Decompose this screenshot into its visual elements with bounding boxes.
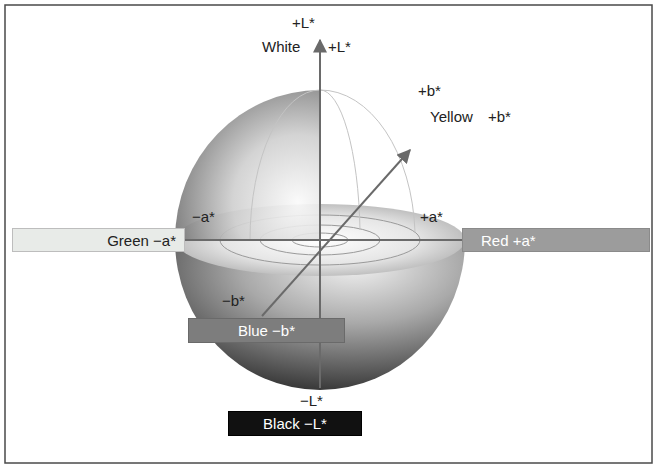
axis-label: White: [262, 38, 300, 55]
axis-label: +b*: [418, 82, 441, 99]
axis-label: −a*: [192, 208, 215, 225]
b-axis: [262, 150, 410, 316]
axis-label: −L*: [300, 392, 323, 409]
dome-meridians: [250, 90, 415, 240]
red-axis-band: Red +a*: [462, 228, 650, 252]
axis-label: +L*: [328, 38, 351, 55]
axis-label: −b*: [222, 292, 245, 309]
axis-label: +b*: [488, 108, 511, 125]
a-axis: [185, 239, 462, 241]
axis-band-label: Blue −b*: [238, 322, 295, 339]
axis-band-label: Red +a*: [481, 232, 536, 249]
axis-band-label: Black −L*: [263, 415, 327, 432]
axis-label: +L*: [292, 14, 315, 31]
green-axis-band: Green −a*: [12, 228, 185, 252]
axis-label: Yellow: [430, 108, 473, 125]
axis-label: +a*: [420, 208, 443, 225]
axis-band-label: Green −a*: [107, 232, 176, 249]
blue-axis-band: Blue −b*: [188, 318, 345, 343]
frame: [5, 5, 652, 463]
upper-dome: [175, 90, 320, 240]
black-axis-band: Black −L*: [228, 411, 362, 436]
